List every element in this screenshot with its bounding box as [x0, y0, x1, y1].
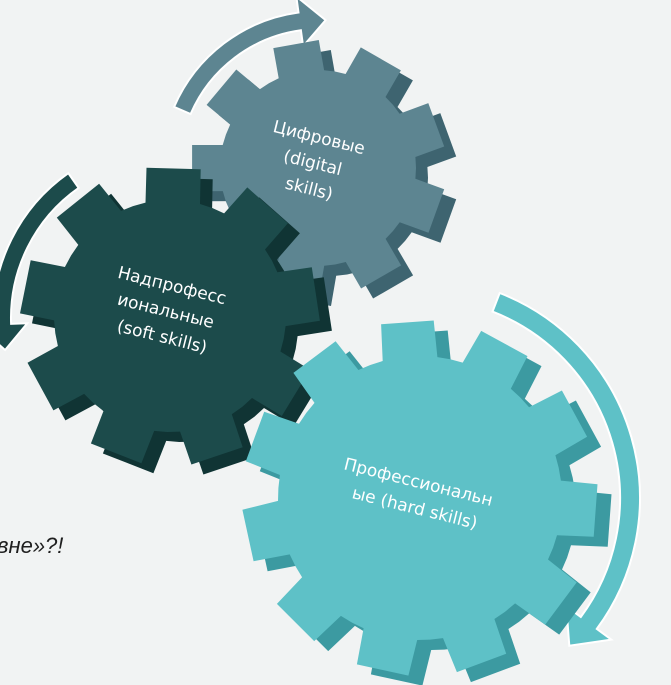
gear-soft-skills: Надпрофесс иональные (soft skills) [20, 167, 332, 475]
rotation-arrows [0, 0, 641, 647]
gear-soft-face [20, 167, 320, 465]
soft-arrow [0, 171, 80, 352]
digital-arrow [172, 0, 328, 116]
hard-arrow [491, 291, 641, 647]
background-text-fragment: вне»?! [0, 533, 63, 558]
gear-hard-skills: Профессиональн ые (hard skills) [242, 320, 612, 685]
gear-hard-face [242, 320, 598, 676]
